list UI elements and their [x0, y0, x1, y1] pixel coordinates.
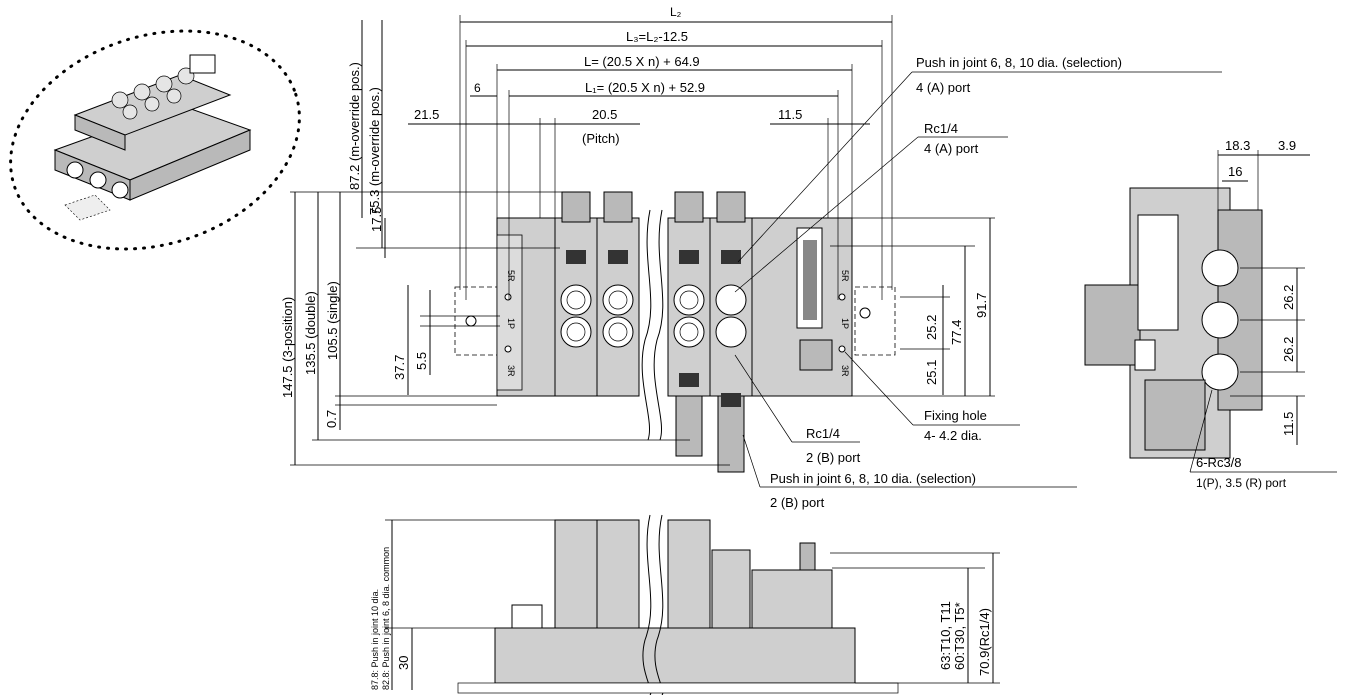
front-note-6-8: 82.8: Push in joint 6, 8 dia. common [381, 547, 391, 690]
side-view: 18.3 3.9 16 26.2 26.2 11.5 6-Rc3/8 1(P),… [1084, 138, 1337, 490]
dim-77-4: 77.4 [949, 320, 964, 345]
mark-1p-left: 1P [506, 318, 516, 329]
side-dim-26-2-a: 26.2 [1281, 285, 1296, 310]
dim-six: 6 [474, 81, 481, 95]
dim-l1: L₁= (20.5 X n) + 52.9 [585, 80, 705, 95]
callout-2b-port-2: 2 (B) port [770, 495, 825, 510]
dim-l: L= (20.5 X n) + 64.9 [584, 54, 700, 69]
callout-rc-top: Rc1/4 [924, 121, 958, 136]
mark-5r-right: 5R [840, 270, 850, 282]
left-dimensions: 147.5 (3-position) 135.5 (double) 105.5 … [280, 20, 730, 466]
dim-17-5: 17.5 [369, 207, 384, 232]
callout-4a-port-1: 4 (A) port [916, 80, 971, 95]
dim-l3: L₃=L₂-12.5 [626, 29, 688, 44]
front-dim-63: 63:T10, T11 [938, 601, 953, 670]
dim-135-5: 135.5 (double) [303, 291, 318, 375]
front-dim-70-9: 70.9(Rc1/4) [977, 608, 992, 676]
left-mount-outline [454, 286, 501, 356]
right-mount-outline [854, 286, 896, 356]
mark-3r-right: 3R [840, 365, 850, 377]
top-dimensions: L₂ L₃=L₂-12.5 L= (20.5 X n) + 64.9 L₁= (… [408, 5, 893, 300]
dim-75-3: 75.3 (m-override pos.) [367, 87, 382, 215]
dim-25-1: 25.1 [924, 360, 939, 385]
dim-91-7: 91.7 [974, 293, 989, 318]
dim-21-5: 21.5 [414, 107, 439, 122]
side-callout-rc38: 6-Rc3/8 [1196, 455, 1242, 470]
dim-pitch-label: (Pitch) [582, 131, 620, 146]
valve-stations-left [554, 191, 640, 397]
dim-147-5: 147.5 (3-position) [280, 297, 295, 398]
callout-fixing-spec: 4- 4.2 dia. [924, 428, 982, 443]
dim-0-7: 0.7 [324, 410, 339, 428]
right-dimensions: 25.2 25.1 77.4 91.7 [830, 217, 995, 397]
callout-push-bottom: Push in joint 6, 8, 10 dia. (selection) [770, 471, 976, 486]
callouts: Push in joint 6, 8, 10 dia. (selection) … [734, 55, 1222, 510]
dim-pitch: 20.5 [592, 107, 617, 122]
dim-l2: L₂ [670, 5, 682, 19]
dim-37-7: 37.7 [392, 355, 407, 380]
dim-105-5: 105.5 (single) [325, 281, 340, 360]
side-dim-16: 16 [1228, 164, 1242, 179]
dim-5-5: 5.5 [414, 352, 429, 370]
callout-4a-port-2: 4 (A) port [924, 141, 979, 156]
isometric-thumbnail [9, 29, 301, 251]
front-dim-60: 60:T30, T5* [952, 602, 967, 670]
top-view: 5R 1P 3R 5R 1P 3R [454, 191, 896, 473]
callout-2b-port-1: 2 (B) port [806, 450, 861, 465]
dim-87-2: 87.2 (m-override pos.) [347, 62, 362, 190]
side-dim-18-3: 18.3 [1225, 138, 1250, 153]
callout-rc-bottom: Rc1/4 [806, 426, 840, 441]
callout-push-top: Push in joint 6, 8, 10 dia. (selection) [916, 55, 1122, 70]
valve-stations-right [667, 191, 753, 473]
mark-5r-left: 5R [506, 270, 516, 282]
mark-1p-right: 1P [840, 318, 850, 329]
break-line [641, 209, 652, 441]
mark-3r-left: 3R [506, 365, 516, 377]
dim-25-2: 25.2 [924, 315, 939, 340]
side-callout-ports: 1(P), 3.5 (R) port [1196, 476, 1287, 490]
front-dim-30: 30 [396, 656, 411, 670]
side-dim-26-2-b: 26.2 [1281, 337, 1296, 362]
dim-11-5: 11.5 [778, 107, 802, 122]
side-dim-3-9: 3.9 [1278, 138, 1296, 153]
callout-fixing-hole: Fixing hole [924, 408, 987, 423]
front-note-10: 87.8: Push in joint 10 dia. [370, 589, 380, 690]
side-dim-11-5: 11.5 [1281, 412, 1296, 436]
front-view: 87.8: Push in joint 10 dia. 82.8: Push i… [370, 514, 1000, 695]
